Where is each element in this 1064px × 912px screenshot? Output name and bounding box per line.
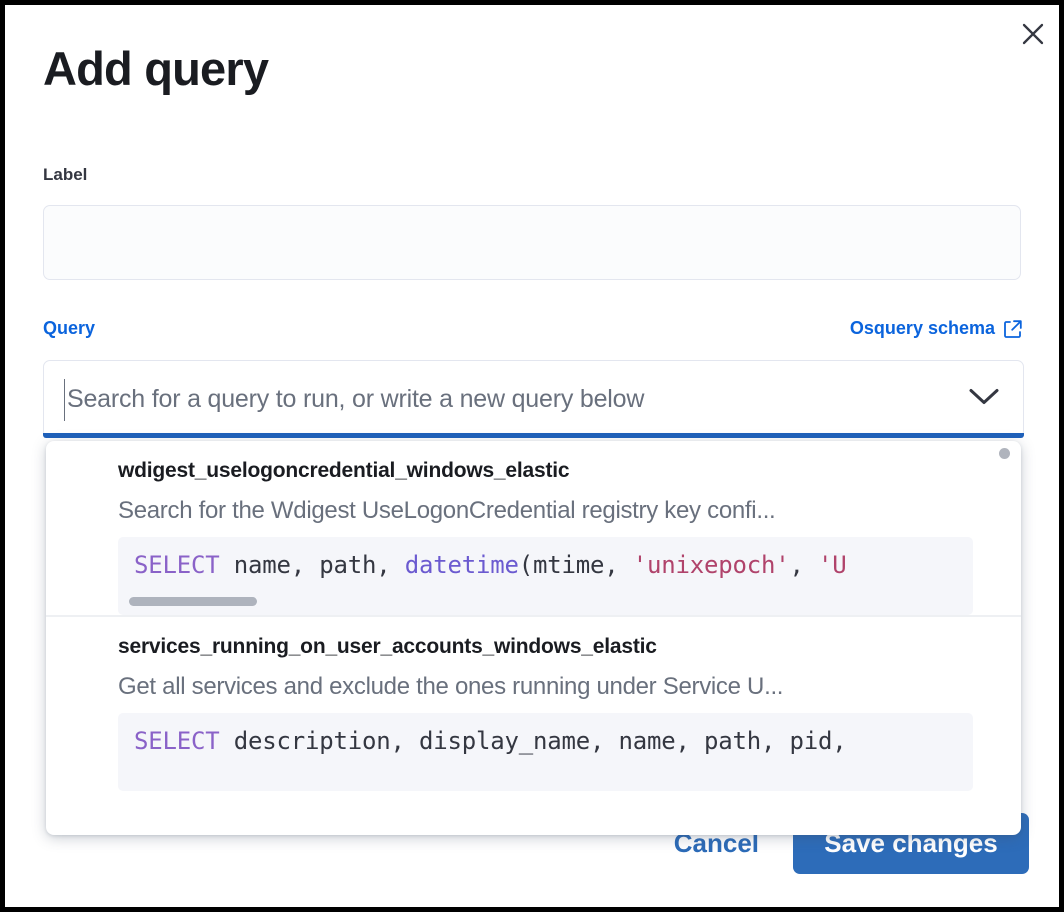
query-field-label: Query <box>43 318 96 338</box>
text-cursor <box>64 379 65 421</box>
code-horizontal-scrollbar[interactable] <box>129 597 257 606</box>
close-button[interactable] <box>1016 17 1050 51</box>
query-suggestions-dropdown: wdigest_uselogoncredential_windows_elast… <box>46 441 1021 835</box>
osquery-schema-link[interactable]: Osquery schema <box>850 318 1023 339</box>
suggestion-code-block: SELECT name, path, datetime(mtime, 'unix… <box>118 537 973 615</box>
page-title: Add query <box>43 42 269 95</box>
suggestion-code-block: SELECT description, display_name, name, … <box>118 713 973 791</box>
suggestion-description: Get all services and exclude the ones ru… <box>118 673 784 700</box>
chevron-down-icon[interactable] <box>967 386 1001 413</box>
external-link-icon <box>1003 319 1023 339</box>
dropdown-scrollbar[interactable] <box>999 448 1010 459</box>
sql-snippet: SELECT name, path, datetime(mtime, 'unix… <box>134 551 847 579</box>
close-icon <box>1020 21 1046 47</box>
label-input[interactable] <box>43 205 1021 280</box>
suggestion-title: services_running_on_user_accounts_window… <box>118 635 657 658</box>
sql-snippet: SELECT description, display_name, name, … <box>134 727 847 755</box>
query-search-combobox[interactable]: Search for a query to run, or write a ne… <box>43 360 1024 438</box>
osquery-schema-link-label: Osquery schema <box>849 318 995 338</box>
suggestion-title: wdigest_uselogoncredential_windows_elast… <box>118 459 570 482</box>
list-item[interactable]: wdigest_uselogoncredential_windows_elast… <box>46 441 1021 615</box>
suggestion-description: Search for the Wdigest UseLogonCredentia… <box>118 497 776 524</box>
query-search-placeholder: Search for a query to run, or write a ne… <box>67 384 645 413</box>
add-query-modal: Add query Label Query Osquery schema Sea… <box>5 5 1059 907</box>
combobox-focus-underline <box>43 433 1024 438</box>
list-item[interactable]: services_running_on_user_accounts_window… <box>46 615 1021 791</box>
label-field-label: Label <box>43 165 88 184</box>
